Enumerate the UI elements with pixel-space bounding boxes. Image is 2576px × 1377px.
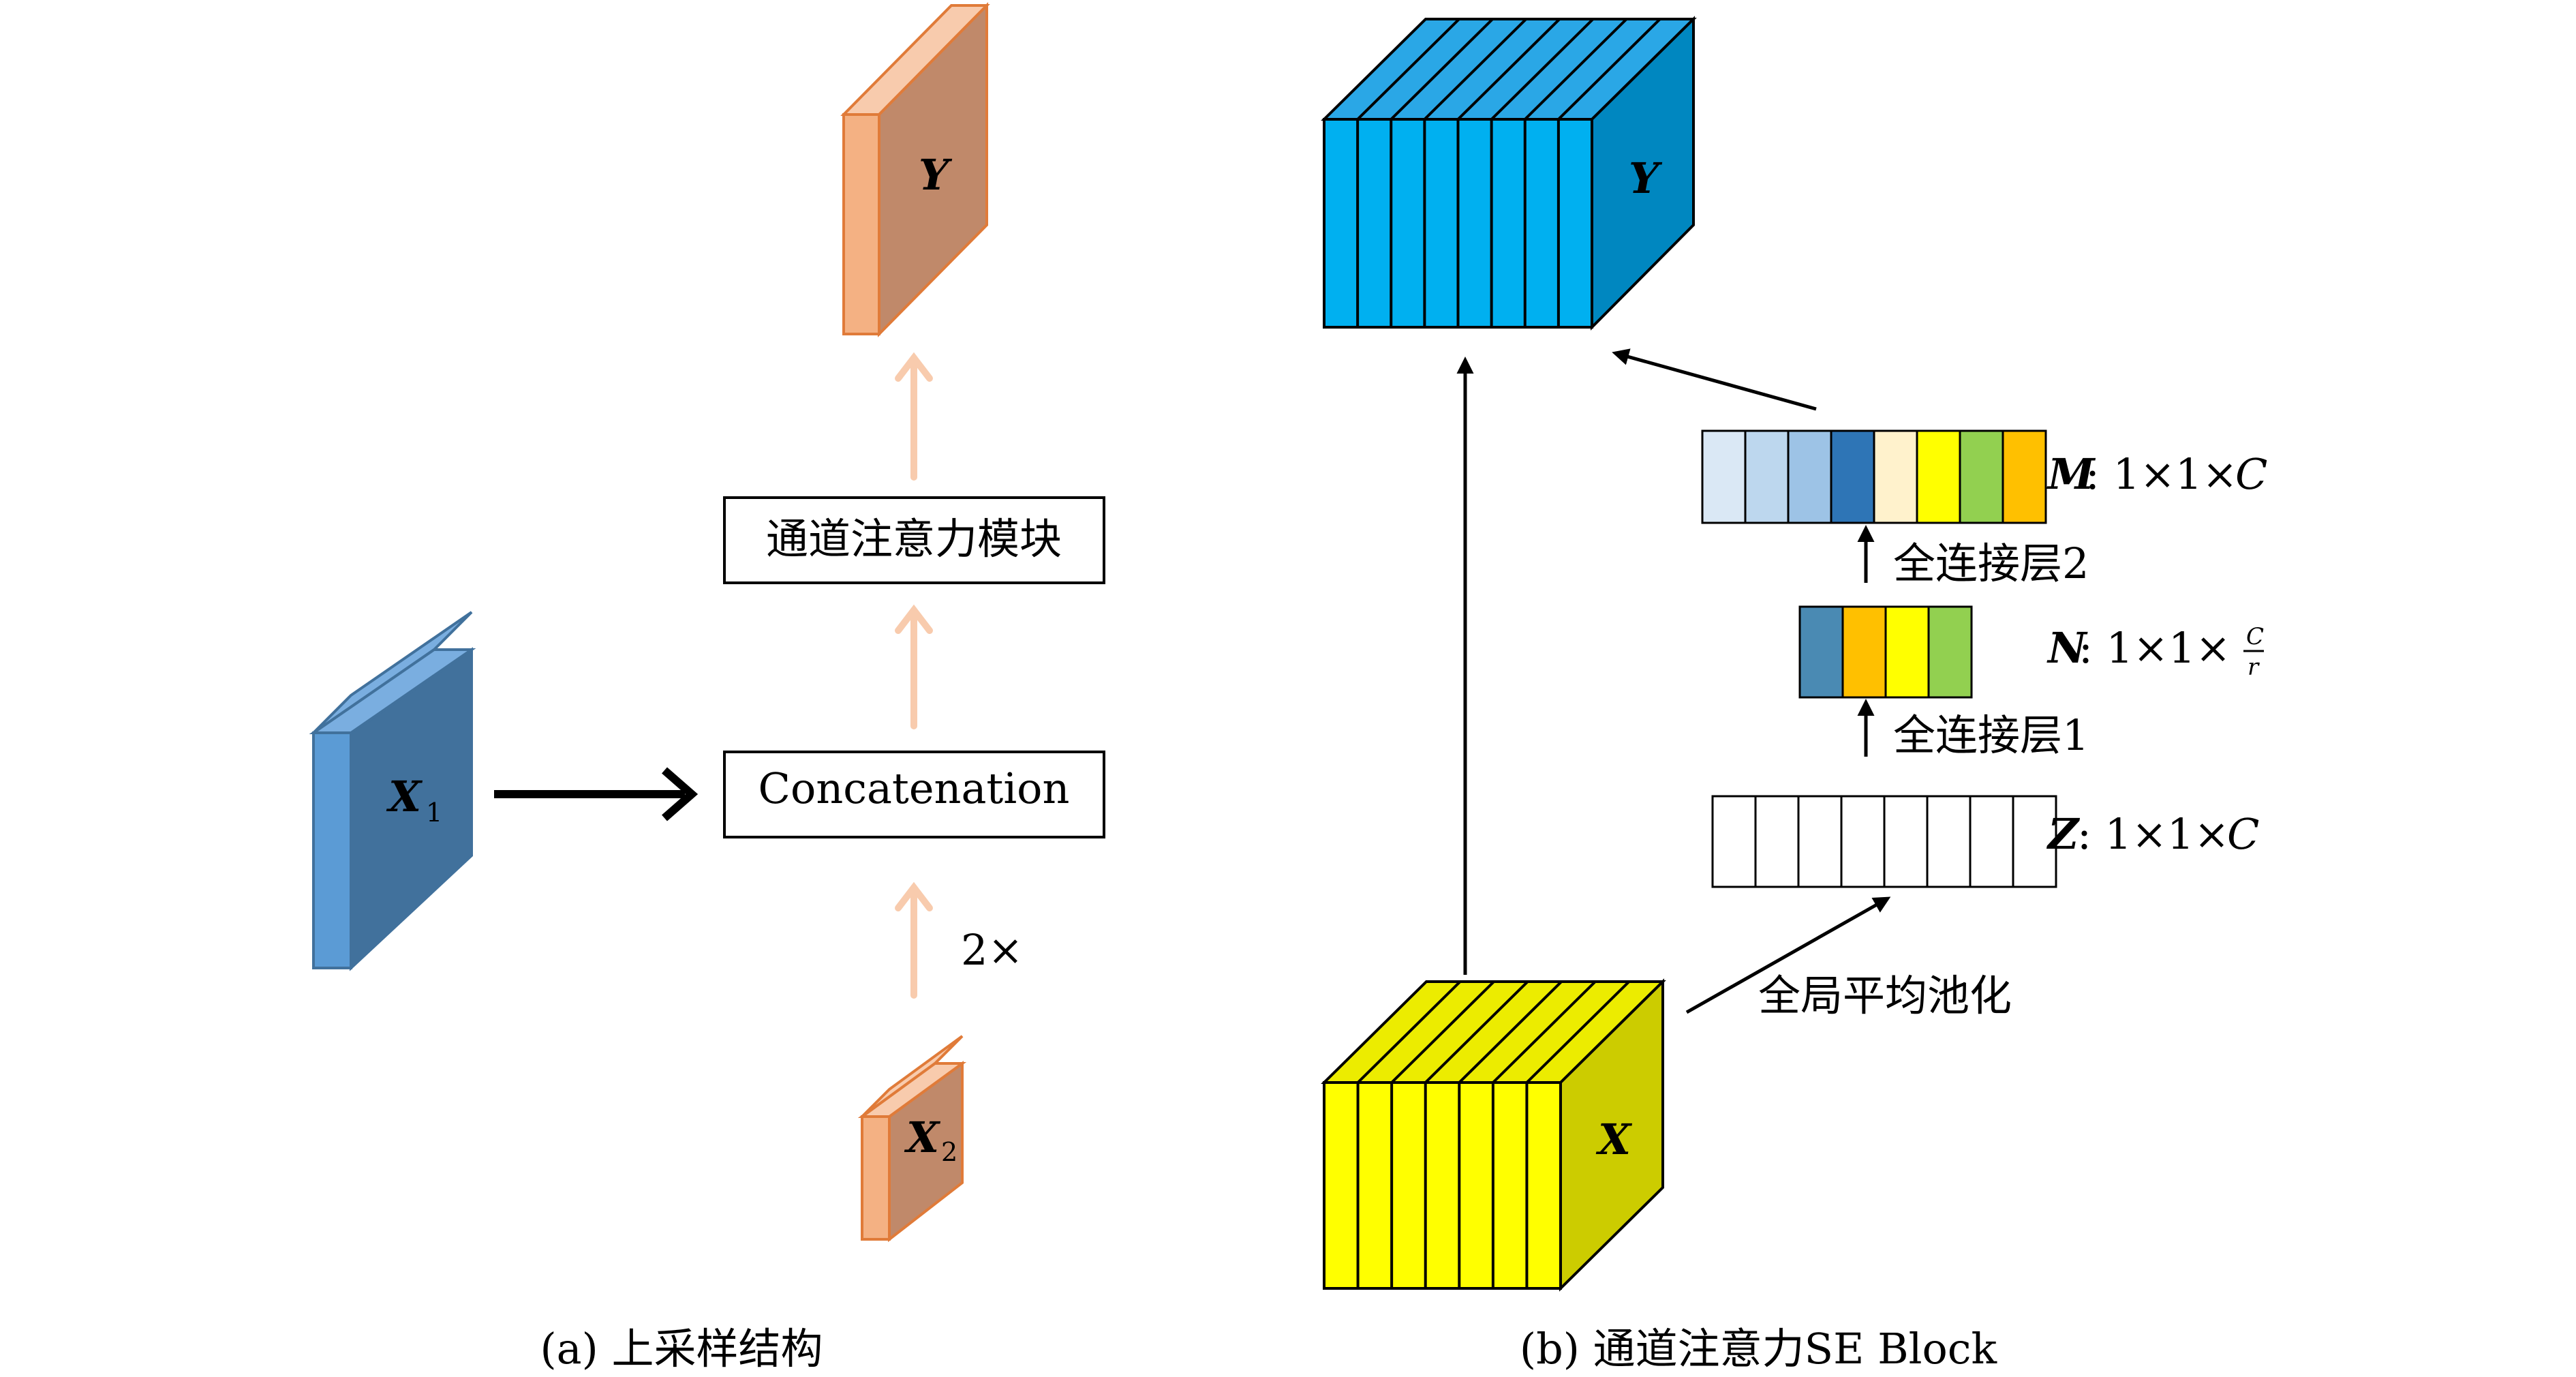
x1-to-concat-arrowhead (662, 767, 699, 821)
gap-label: 全局平均池化 (1758, 971, 2012, 1020)
y-slice-top-divider (1490, 18, 1595, 121)
panel-b: Y X 全局平均池化 Z : 1×1× C 全连接层1 N : 1 (1321, 16, 2267, 1374)
z-c: C (2227, 809, 2259, 859)
concatenation-rect (723, 751, 1105, 838)
y-slice-top-divider (1457, 18, 1561, 121)
fc2-label: 全连接层2 (1893, 539, 2089, 588)
n-cells (1798, 605, 1973, 699)
x-slice-top-divider (1458, 980, 1563, 1084)
x-slice-top-divider (1526, 980, 1630, 1084)
z-vector: Z : 1×1× C (1711, 795, 2259, 888)
gap-arrow (1685, 896, 1891, 1014)
caption-a: (a) 上采样结构 (540, 1324, 823, 1374)
scale-arrow (1612, 348, 1817, 411)
n-cell (1841, 605, 1887, 699)
x-front-face (1323, 1081, 1562, 1290)
concatenation-box: Concatenation (723, 751, 1105, 838)
z-cell (1840, 795, 1886, 888)
y-slice-top-divider (1524, 18, 1628, 121)
x1-label: X (386, 772, 423, 821)
z-cell (1969, 795, 2014, 888)
m-cell (1916, 429, 1961, 524)
x2-label: X (904, 1113, 941, 1162)
m-cell (1873, 429, 1918, 524)
n-vector: N : 1×1× C r (1798, 605, 2264, 699)
attention-module-label: 通道注意力模块 (766, 514, 1062, 564)
z-dims: : 1×1× (2077, 809, 2229, 859)
n-cell (1884, 605, 1930, 699)
n-dims: : 1×1× (2079, 623, 2230, 673)
z-cell (1754, 795, 1800, 888)
attention-to-y-arrow (895, 352, 933, 481)
x2-feature-map: X 2 (857, 1035, 967, 1243)
m-cell (1701, 429, 1747, 524)
caption-b: (b) 通道注意力SE Block (1520, 1324, 1997, 1374)
m-cell (1830, 429, 1875, 524)
z-cell (1883, 795, 1929, 888)
m-cell (2002, 429, 2047, 524)
z-cell (1711, 795, 1757, 888)
m-dims: : 1×1× (2085, 449, 2237, 499)
m-cell (1959, 429, 2004, 524)
y-channel-slices (1356, 18, 1661, 327)
ya-label: Y (919, 150, 953, 200)
z-cell (1926, 795, 1972, 888)
x2-front-face (861, 1115, 891, 1241)
fc1-label: 全连接层1 (1893, 710, 2089, 760)
n-frac-num: C (2246, 623, 2264, 650)
upsample-arrow (895, 881, 933, 999)
concat-to-attention-arrow (895, 604, 933, 729)
x-label: X (1595, 1115, 1633, 1164)
y-output-cube: Y (1321, 16, 1697, 331)
n-name: N (2046, 623, 2088, 673)
attention-module-rect (723, 496, 1105, 584)
x-slice-top-divider (1390, 980, 1495, 1084)
x1-subscript: 1 (426, 798, 442, 828)
m-name: M (2046, 449, 2096, 499)
x-input-cube: X (1321, 978, 1666, 1292)
x-channel-slices (1356, 980, 1630, 1288)
z-cells (1711, 795, 2057, 888)
upsample-label: 2× (961, 925, 1023, 975)
x1-front-face (312, 731, 352, 969)
x-slice-top-divider (1424, 980, 1529, 1084)
n-frac-den: r (2248, 654, 2260, 681)
x-slice-top-divider (1492, 980, 1597, 1084)
panel-a: X 1 Concatenation 通道注意力模块 (309, 2, 1105, 1374)
y-slice-top-divider (1557, 18, 1661, 121)
y-slice-top-divider (1390, 18, 1494, 121)
m-cell (1744, 429, 1790, 524)
y-slice-top-divider (1423, 18, 1527, 121)
attention-module-box: 通道注意力模块 (723, 496, 1105, 584)
m-vector: M : 1×1× C (1701, 429, 2267, 524)
ya-front-face (842, 113, 880, 335)
x-slice-top-divider (1357, 980, 1461, 1084)
x1-top-strip (309, 648, 476, 734)
y-output-map-a: Y (840, 2, 990, 337)
x2-top-strip (857, 1062, 967, 1118)
z-cell (1797, 795, 1843, 888)
z-name: Z (2046, 809, 2081, 859)
x1-feature-map: X 1 (309, 611, 476, 971)
concatenation-label: Concatenation (758, 763, 1070, 813)
x2-subscript: 2 (941, 1137, 957, 1167)
y-slice-top-divider (1356, 18, 1460, 121)
n-cell (1798, 605, 1844, 699)
peach-arrows (895, 352, 933, 999)
m-cell (1787, 429, 1833, 524)
m-c: C (2235, 449, 2267, 499)
m-cells (1701, 429, 2047, 524)
n-cell (1927, 605, 1973, 699)
z-cell (2012, 795, 2057, 888)
y-label: Y (1629, 153, 1663, 203)
